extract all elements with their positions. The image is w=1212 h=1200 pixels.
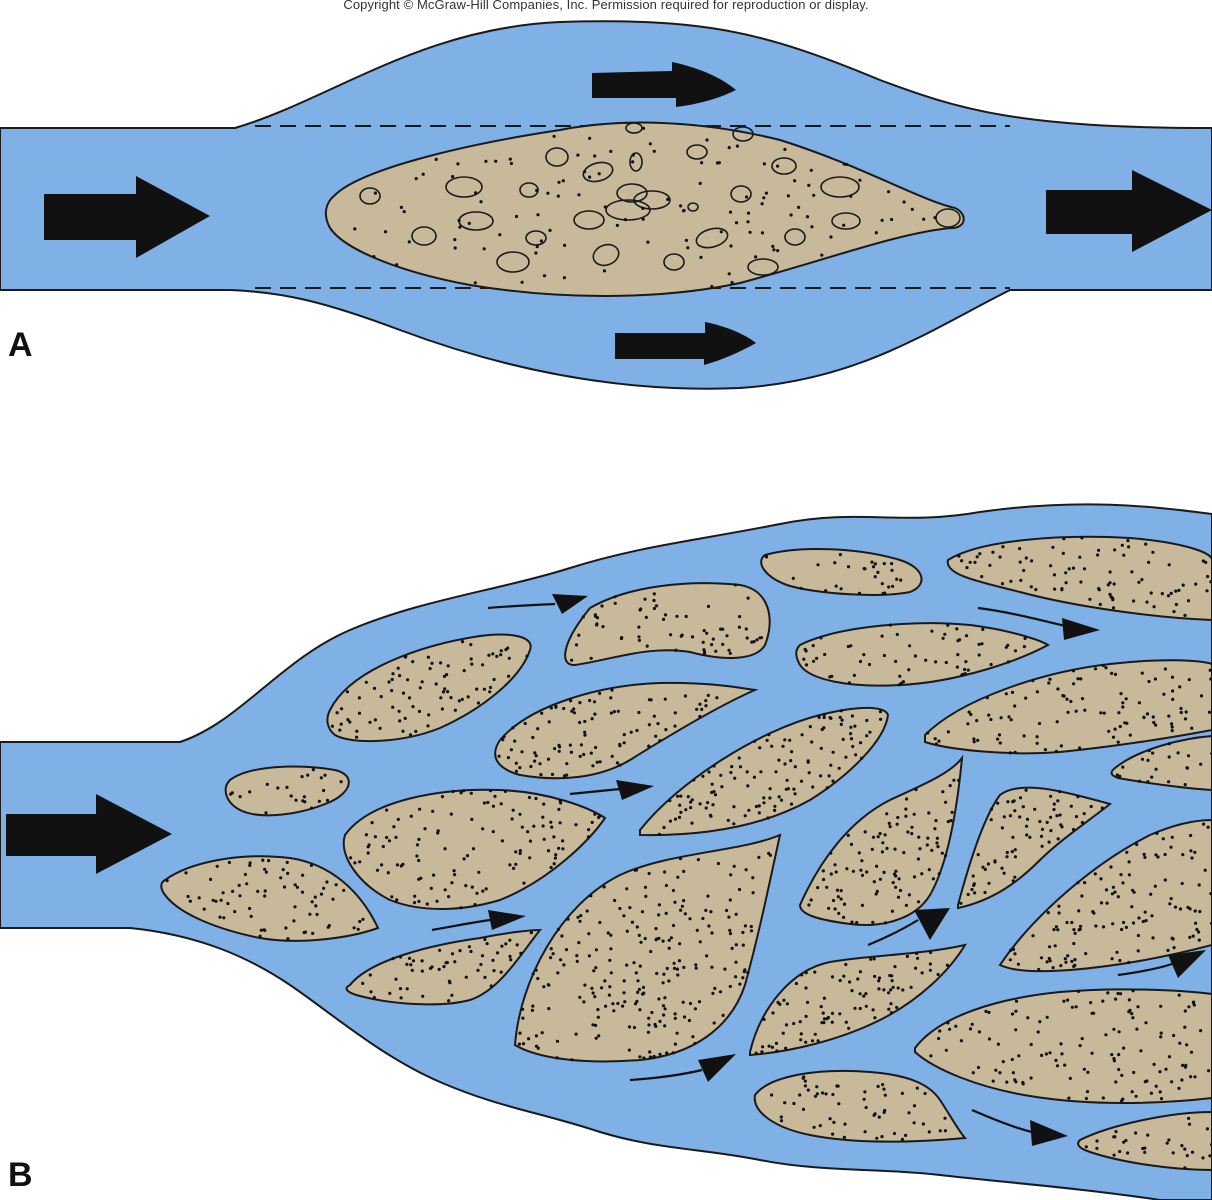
current-arrow-icon [977,606,1100,640]
flow-direction-arrow-icon [6,794,172,874]
sand-bar [753,1069,968,1143]
flow-direction-arrow-icon [592,62,736,107]
sand-bar [513,833,782,1063]
gravel-bar-sand-dots [353,126,937,289]
gravel-bar [324,121,965,298]
flow-direction-arrow-icon [44,176,210,258]
sand-bar [326,633,532,743]
sand-bar [494,681,759,780]
panel-label-b: B [8,1156,33,1194]
flow-arrows [431,594,1206,1146]
gravel-pebbles [359,122,961,276]
sand-bar [224,765,350,817]
copyright-notice: Copyright © McGraw-Hill Companies, Inc. … [343,0,869,12]
current-arrow-icon [867,908,950,947]
panel-b-diagram [0,503,1212,1200]
panel-label-a: A [8,326,33,364]
sand-bar [798,754,964,926]
sand-bar [639,706,890,837]
current-arrow-icon [431,910,526,932]
flow-direction-arrow-icon [615,322,756,365]
current-arrow-icon [971,1108,1068,1146]
sand-bar [957,786,1113,910]
sand-bar [749,943,968,1057]
sand-bar [160,855,380,942]
sand-bar [1110,734,1212,792]
sand-bar [946,535,1212,622]
sand-bar [795,622,1050,687]
panel-a-diagram [0,20,1212,390]
current-arrow-icon [569,780,654,800]
current-arrow-icon [487,594,588,614]
current-arrow-icon [629,1054,736,1082]
sand-bar [914,988,1212,1104]
flow-direction-arrow-icon [1046,170,1212,252]
sand-bar-dots [165,536,1212,1170]
sand-bar [1077,1110,1212,1172]
current-arrow-icon [1117,950,1206,978]
